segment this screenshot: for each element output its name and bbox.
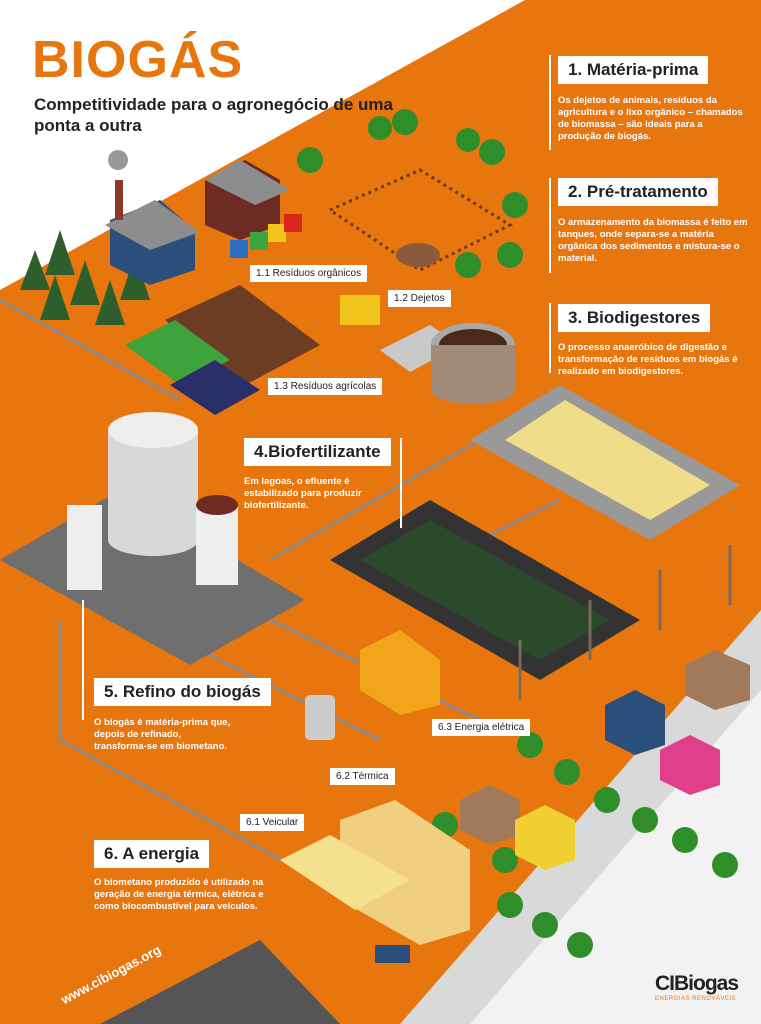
label-residuos-organicos: 1.1 Resíduos orgânicos	[250, 265, 368, 282]
gas-station	[340, 800, 470, 945]
label-veicular: 6.1 Veicular	[240, 814, 305, 831]
generator	[360, 630, 440, 715]
storage-silo	[196, 505, 238, 585]
label-residuos-agricolas: 1.3 Resíduos agrícolas	[268, 378, 383, 395]
chimney	[115, 180, 123, 220]
crop-field	[165, 285, 320, 385]
bin-blue	[230, 240, 248, 258]
step-3-divider	[549, 303, 551, 373]
smoke	[108, 150, 128, 170]
tractor	[340, 295, 380, 325]
pasture-fence	[326, 168, 514, 272]
step-3-description: O processo anaeróbico de digestão e tran…	[558, 342, 738, 377]
step-2-description: O armazenamento da biomassa é feito em t…	[558, 217, 748, 264]
car	[375, 945, 410, 963]
blueberry-field	[170, 360, 260, 415]
step-6-title: 6. A energia	[94, 840, 210, 868]
road	[100, 940, 340, 1024]
biodigester-dome	[505, 400, 710, 520]
step-2-title: 2. Pré-tratamento	[558, 178, 718, 206]
step-4-description: Em lagoas, o efluente é estabilizado par…	[244, 476, 362, 511]
fruit-trees	[297, 109, 738, 958]
pig-pen	[396, 243, 440, 267]
bin-green	[250, 232, 268, 250]
logo-name: CIBiogas	[655, 972, 739, 995]
bin-red	[284, 214, 302, 232]
logo-tagline: ENERGIAS RENOVÁVEIS	[655, 996, 737, 1002]
refinery-tank	[108, 430, 198, 540]
label-dejetos: 1.2 Dejetos	[388, 290, 451, 307]
step-1-description: Os dejetos de animais, resíduos da agric…	[558, 95, 743, 142]
step-5-title: 5. Refino do biogás	[94, 678, 271, 706]
step-1-divider	[549, 55, 551, 150]
page-subtitle: Competitividade para o agronegócio de um…	[34, 95, 393, 135]
step-6-description: O biometano produzido é utilizado na ger…	[94, 877, 264, 912]
step-4-title: 4.Biofertilizante	[244, 438, 391, 466]
step-3-title: 3. Biodigestores	[558, 304, 711, 332]
thermal-heater	[305, 695, 335, 740]
step-5-divider	[82, 600, 84, 720]
step-5-description: O biogás é matéria-prima que, depois de …	[94, 717, 231, 752]
label-energia-eletrica: 6.3 Energia elétrica	[432, 719, 531, 736]
gas-station-canopy	[280, 835, 410, 910]
cibiogas-logo: CIBiogas ENERGIAS RENOVÁVEIS	[655, 972, 739, 1002]
refinery-column	[67, 505, 102, 590]
label-termica: 6.2 Térmica	[330, 768, 395, 785]
page-title: BIOGÁS	[32, 31, 244, 89]
step-1-title: 1. Matéria-prima	[558, 56, 709, 84]
step-2-divider	[549, 178, 551, 273]
step-4-divider	[400, 438, 402, 528]
city-houses	[460, 650, 750, 870]
power-poles	[518, 545, 732, 700]
bin-yellow	[268, 224, 286, 242]
